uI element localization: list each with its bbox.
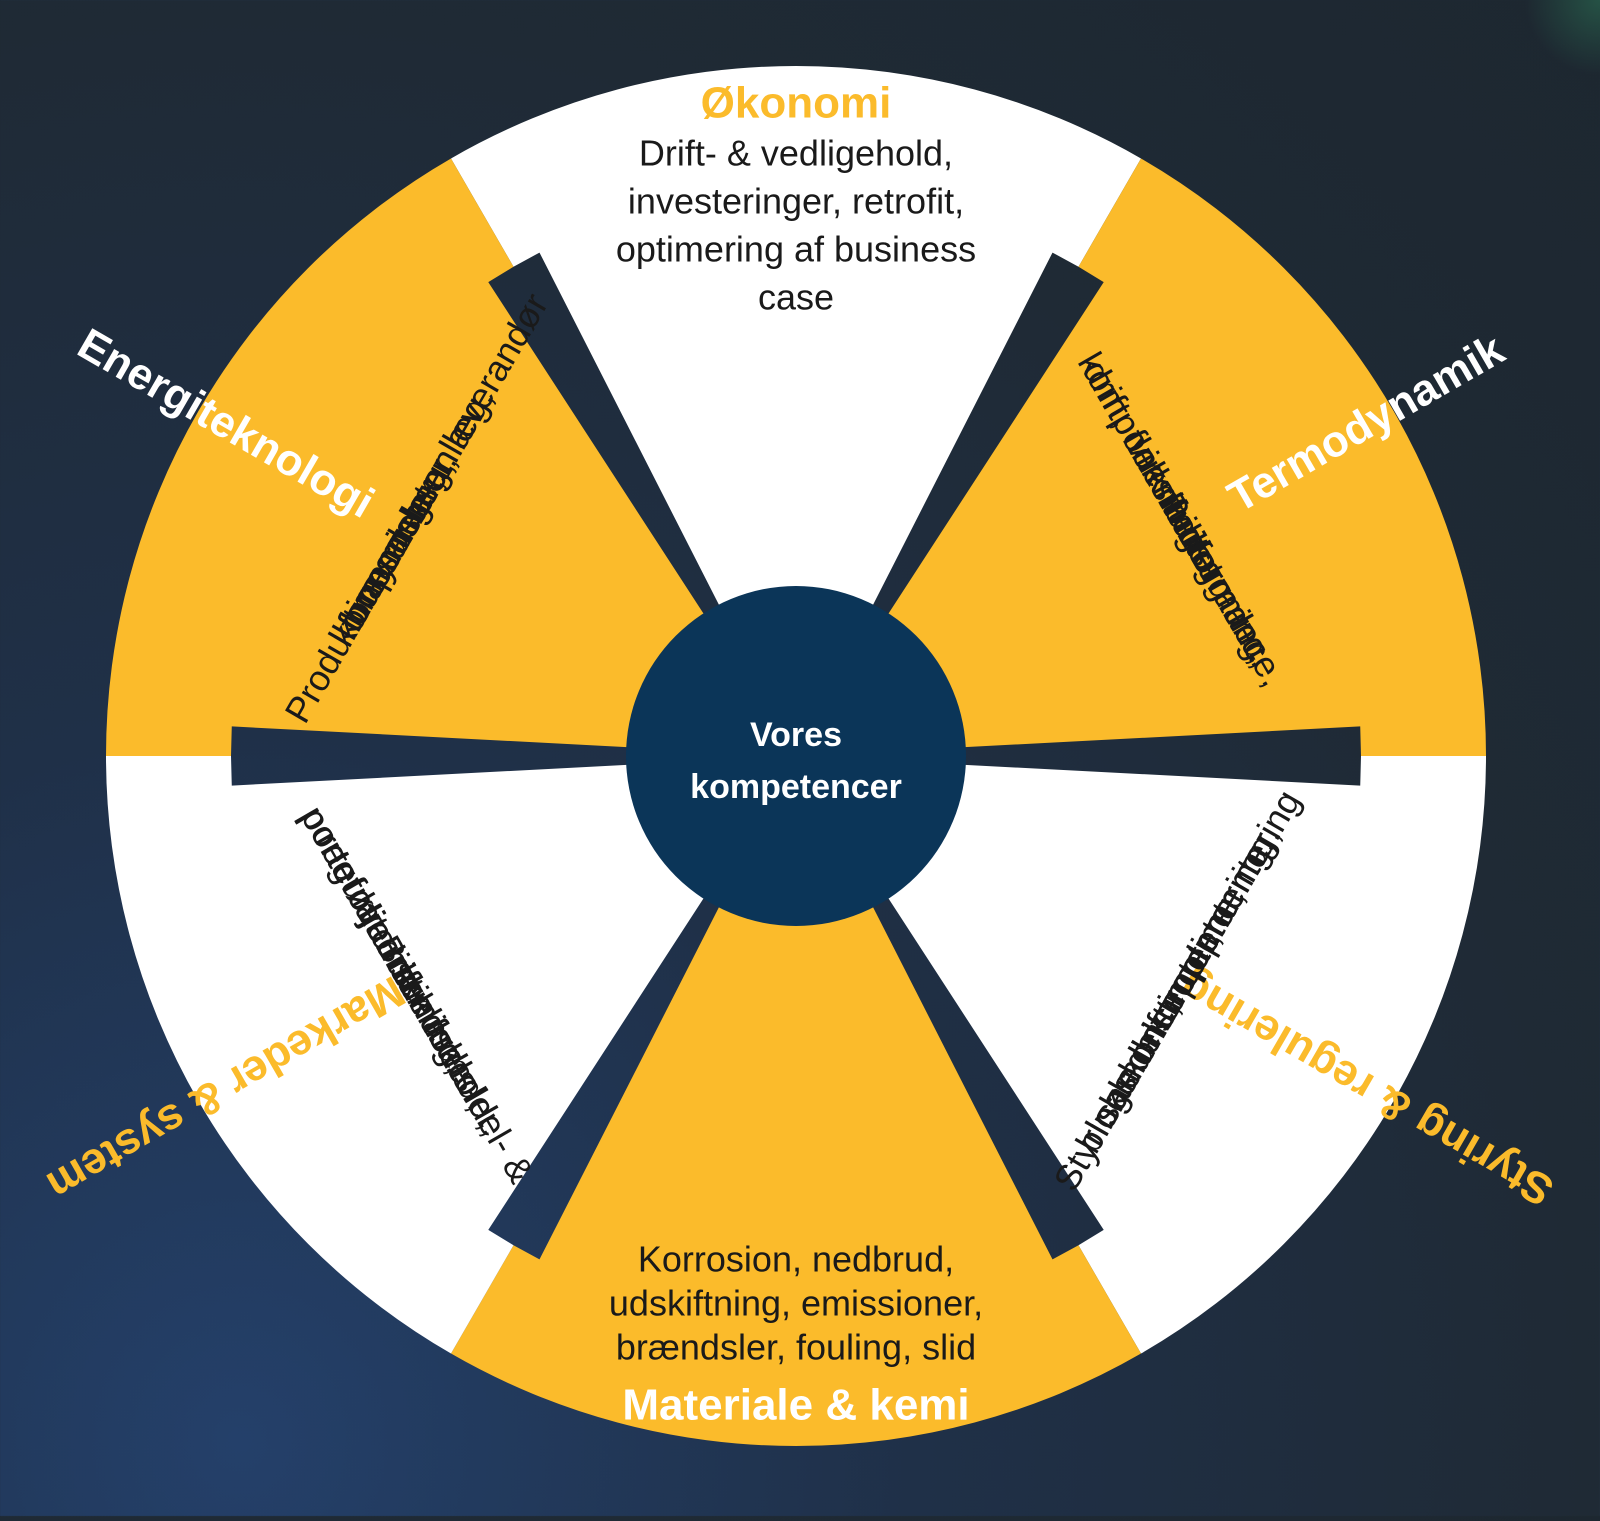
segment-okonomi-line: investeringer, retrofit, — [628, 181, 964, 222]
center-label-line2: kompetencer — [690, 768, 902, 806]
center-circle — [626, 586, 966, 926]
segment-okonomi-title: Økonomi — [701, 79, 892, 128]
segment-materiale-shape — [451, 756, 1141, 1447]
segment-energiteknologi-shape — [106, 158, 796, 756]
segment-materiale-line: brændsler, fouling, slid — [616, 1327, 976, 1368]
center-circle-group: Vores kompetencer — [626, 586, 966, 926]
segment-materiale-title: Materiale & kemi — [622, 1381, 969, 1430]
segment-okonomi-line: optimering af business — [616, 229, 976, 270]
segment-termodynamik: TermodynamikPerformance,virkningsgrader,… — [796, 158, 1513, 756]
segment-okonomi-line: Drift- & vedligehold, — [639, 133, 953, 174]
segment-materiale-line: udskiftning, emissioner, — [609, 1283, 983, 1324]
segment-okonomi-line: case — [758, 277, 834, 318]
segment-materiale-line: Korrosion, nedbrud, — [638, 1239, 954, 1280]
segment-okonomi-shape — [451, 66, 1141, 756]
segment-markeder-shape — [106, 756, 796, 1354]
segment-styring-shape — [796, 756, 1486, 1354]
segment-materiale: Materiale & kemi Korrosion, nedbrud,udski… — [451, 756, 1141, 1447]
corner-glow — [1300, 0, 1600, 300]
segment-termodynamik-shape — [796, 158, 1486, 756]
center-label-line1: Vores — [750, 716, 842, 754]
segment-energiteknologi: EnergiteknologiProduktionsanlæg,brændsle… — [70, 158, 796, 756]
segment-styring: Styring & reguleringStyringskoncepter,bl… — [796, 756, 1562, 1354]
